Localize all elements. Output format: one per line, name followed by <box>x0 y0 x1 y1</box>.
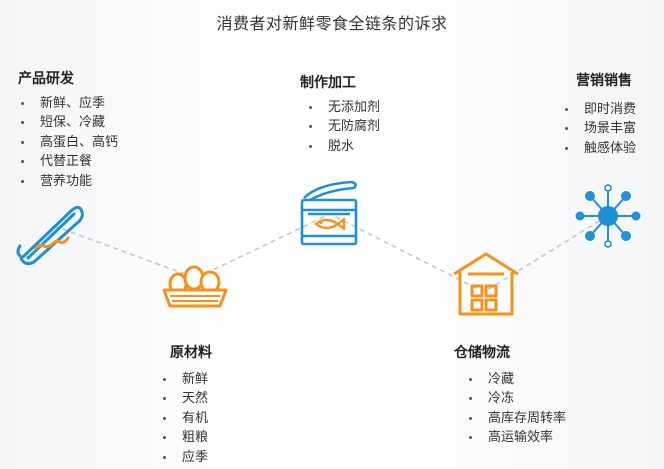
stage-list-marketing: 即时消费 场景丰富 触感体验 <box>562 100 636 158</box>
stage-heading-marketing: 营销销售 <box>576 73 632 89</box>
stage-heading-raw-material: 原材料 <box>170 345 212 361</box>
list-item: 短保、冷藏 <box>18 113 118 132</box>
diagram-title: 消费者对新鲜零食全链条的诉求 <box>216 14 448 33</box>
list-item: 无防腐剂 <box>306 117 380 136</box>
stage-heading-processing: 制作加工 <box>300 75 356 91</box>
list-item: 高库存周转率 <box>466 409 566 428</box>
list-item: 场景丰富 <box>562 119 636 138</box>
stage-list-logistics: 冷藏 冷冻 高库存周转率 高运输效率 <box>466 370 566 448</box>
network-icon <box>575 184 641 248</box>
list-item: 粗粮 <box>160 428 208 447</box>
list-item: 触感体验 <box>562 139 636 158</box>
list-item: 即时消费 <box>562 100 636 119</box>
list-item: 高蛋白、高钙 <box>18 133 118 152</box>
list-item: 脱水 <box>306 137 380 156</box>
stage-list-product-rd: 新鲜、应季 短保、冷藏 高蛋白、高钙 代替正餐 营养功能 <box>18 94 118 191</box>
list-item: 新鲜 <box>160 370 208 389</box>
warehouse-icon <box>453 252 519 316</box>
stage-heading-logistics: 仓储物流 <box>454 345 510 361</box>
list-item: 新鲜、应季 <box>18 94 118 113</box>
list-item: 高运输效率 <box>466 428 566 447</box>
stage-list-raw-material: 新鲜 天然 有机 粗粮 应季 <box>160 370 208 467</box>
list-item: 有机 <box>160 409 208 428</box>
fish-can-icon <box>300 180 358 246</box>
list-item: 代替正餐 <box>18 152 118 171</box>
list-item: 冷藏 <box>466 370 566 389</box>
stage-heading-product-rd: 产品研发 <box>18 71 74 87</box>
list-item: 无添加剂 <box>306 98 380 117</box>
hotdog-icon <box>16 205 84 266</box>
list-item: 营养功能 <box>18 172 118 191</box>
list-item: 天然 <box>160 389 208 408</box>
list-item: 应季 <box>160 448 208 467</box>
food-basket-icon <box>162 265 228 308</box>
stage-list-processing: 无添加剂 无防腐剂 脱水 <box>306 98 380 156</box>
list-item: 冷冻 <box>466 389 566 408</box>
